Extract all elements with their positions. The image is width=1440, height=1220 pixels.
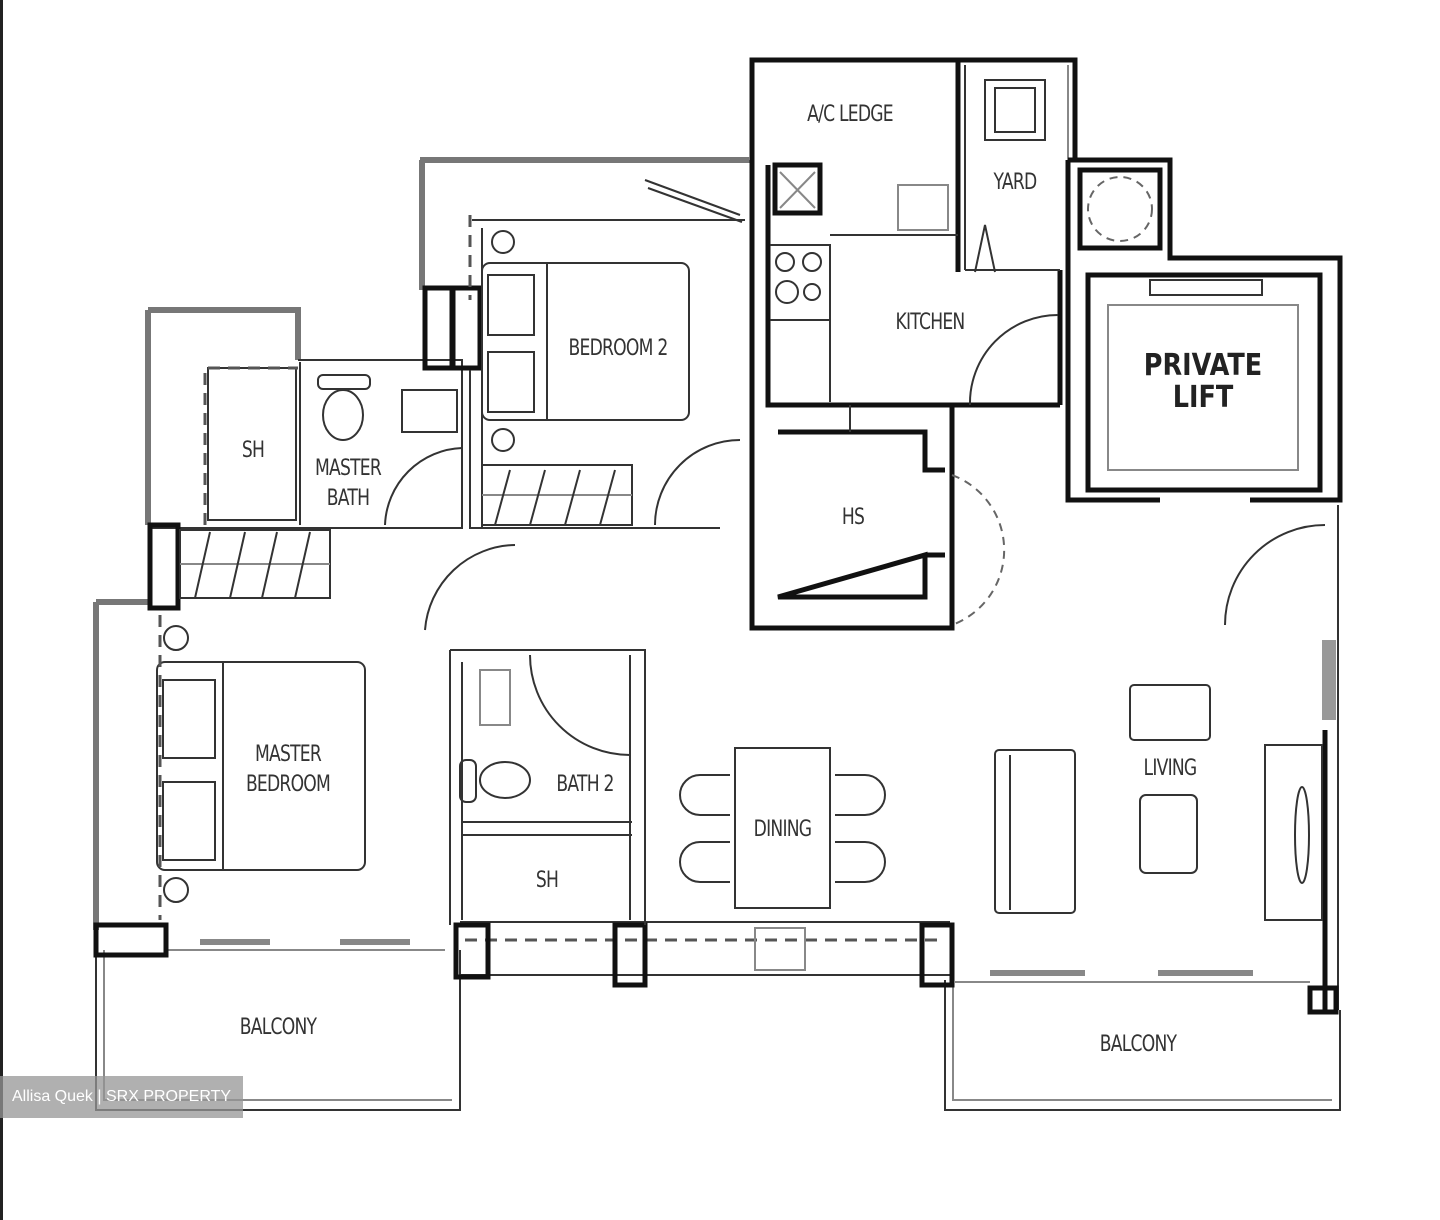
fixtures <box>156 79 1323 921</box>
image-left-border <box>0 0 3 1220</box>
label-private-lift-line1: PRIVATE <box>1143 348 1263 383</box>
label-dining: DINING <box>753 817 812 842</box>
outer-walls <box>93 57 1343 1111</box>
label-master-bedroom-line1: MASTER <box>254 742 322 767</box>
label-yard: YARD <box>993 170 1038 195</box>
label-bath-2-sh: SH <box>535 868 559 893</box>
label-bath-2: BATH 2 <box>556 772 614 797</box>
label-balcony-left: BALCONY <box>239 1015 317 1040</box>
label-kitchen: KITCHEN <box>895 310 966 335</box>
label-master-bath-line1: MASTER <box>314 456 382 481</box>
label-private-lift-line2: LIFT <box>1172 380 1234 415</box>
label-hs: HS <box>841 505 865 530</box>
door-swings <box>384 224 1326 756</box>
label-master-bath-line2: BATH <box>326 486 370 511</box>
label-master-bath-sh: SH <box>241 438 265 463</box>
label-ac-ledge: A/C LEDGE <box>807 102 893 127</box>
label-balcony-right: BALCONY <box>1099 1032 1177 1057</box>
interior-walls <box>147 162 958 925</box>
label-living: LIVING <box>1143 756 1198 781</box>
label-bedroom-2: BEDROOM 2 <box>568 336 669 361</box>
watermark-credit: Allisa Quek | SRX PROPERTY <box>0 1076 243 1118</box>
label-master-bedroom-line2: BEDROOM <box>245 772 331 797</box>
